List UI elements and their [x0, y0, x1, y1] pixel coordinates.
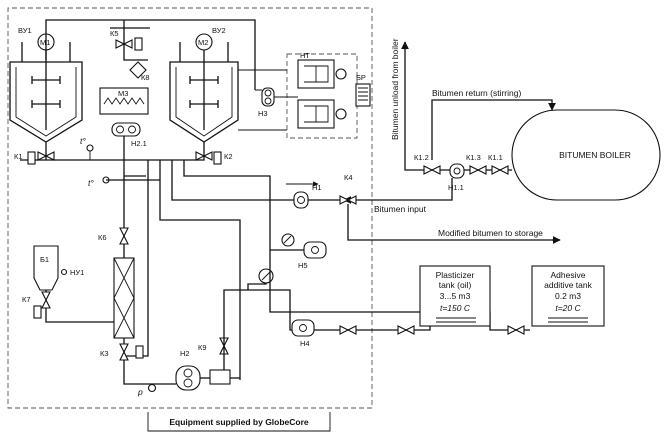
pressure-point [147, 383, 157, 393]
label-bitumen-unload: Bitumen unload from boiler [390, 38, 400, 140]
label-h2: Н2 [180, 349, 190, 358]
temp-sensor-1 [86, 144, 94, 152]
label-h11: Н1.1 [448, 183, 464, 192]
label-k6: К6 [98, 233, 107, 242]
label-k4: К4 [344, 173, 353, 182]
valve-k4 [339, 195, 357, 205]
tank-b1 [33, 245, 59, 291]
label-br: БР [356, 73, 366, 82]
valve-k8 [129, 61, 147, 79]
plasticizer-line1: Plasticizer [436, 270, 475, 280]
footer-bracket [147, 412, 331, 432]
pump-h5 [303, 241, 327, 259]
adhesive-line2: additive tank [544, 280, 592, 290]
valve-plasticizer-2 [397, 325, 415, 335]
pump-h1 [293, 191, 309, 209]
valve-k2 [195, 151, 213, 161]
label-h4: Н4 [300, 339, 310, 348]
valve-k7 [41, 291, 51, 309]
label-vu2: ВУ2 [212, 26, 226, 35]
plasticizer-tank [419, 265, 491, 327]
adhesive-temp: t=20 C [555, 303, 581, 313]
label-k1: К1 [14, 152, 23, 161]
valve-k5 [115, 39, 133, 49]
label-m1: М1 [40, 38, 50, 47]
label-h1: Н1 [312, 183, 322, 192]
pump-h2 [175, 365, 201, 391]
label-p: p [137, 387, 143, 397]
label-m2: М2 [198, 38, 208, 47]
motor-m2 [195, 33, 213, 51]
label-b1: Б1 [40, 255, 49, 264]
boiler-label: BITUMEN BOILER [559, 150, 631, 160]
adhesive-line1: Adhesive [551, 270, 586, 280]
plasticizer-line2: tank (oil) [439, 280, 472, 290]
label-h3: Н3 [258, 109, 268, 118]
pressure-gauge-1 [281, 233, 295, 247]
tank-br [355, 83, 371, 107]
filter-block [209, 369, 231, 385]
pump-h3 [261, 87, 275, 107]
label-k5: К5 [110, 29, 119, 38]
label-bitumen-input: Bitumen input [374, 204, 427, 214]
label-k3: К3 [100, 349, 109, 358]
label-t2: t° [88, 178, 94, 188]
adhesive-tank [531, 265, 605, 327]
valve-k12 [423, 165, 441, 175]
label-k7: К7 [22, 295, 31, 304]
plasticizer-temp: t=150 C [440, 303, 471, 313]
label-modified-to-storage: Modified bitumen to storage [438, 228, 543, 238]
valve-k11 [491, 165, 509, 175]
valve-k6 [119, 227, 129, 245]
label-t1: t° [80, 136, 86, 146]
plasticizer-volume: 3...5 m3 [440, 291, 471, 301]
label-h21: Н2.1 [131, 139, 147, 148]
valve-adhesive [507, 325, 525, 335]
bitumen-boiler [511, 109, 661, 201]
static-mixer [113, 257, 135, 339]
valve-k13 [469, 165, 487, 175]
label-nu1: НУ1 [70, 268, 84, 277]
mill-m3 [99, 87, 149, 115]
equipment-boundary [7, 7, 373, 409]
label-k13: К1.3 [466, 153, 481, 162]
label-ht: НТ [300, 51, 310, 60]
label-h5: Н5 [298, 261, 308, 270]
label-m3: М3 [118, 89, 128, 98]
label-k8: К8 [141, 73, 150, 82]
label-k11: К1.1 [488, 153, 503, 162]
valve-k1 [37, 151, 55, 161]
pump-h4 [291, 319, 315, 337]
valve-plasticizer-1 [339, 325, 357, 335]
pump-h11 [449, 163, 465, 179]
label-bitumen-return: Bitumen return (stirring) [432, 88, 521, 98]
label-k2: К2 [224, 152, 233, 161]
footer-caption: Equipment supplied by GlobeCore [169, 417, 309, 427]
mixer-tank-2 [169, 33, 239, 143]
label-vu1: ВУ1 [18, 26, 32, 35]
label-k9: К9 [198, 343, 207, 352]
adhesive-volume: 0.2 m3 [555, 291, 581, 301]
valve-k3 [119, 343, 129, 361]
label-k12: К1.2 [414, 153, 429, 162]
